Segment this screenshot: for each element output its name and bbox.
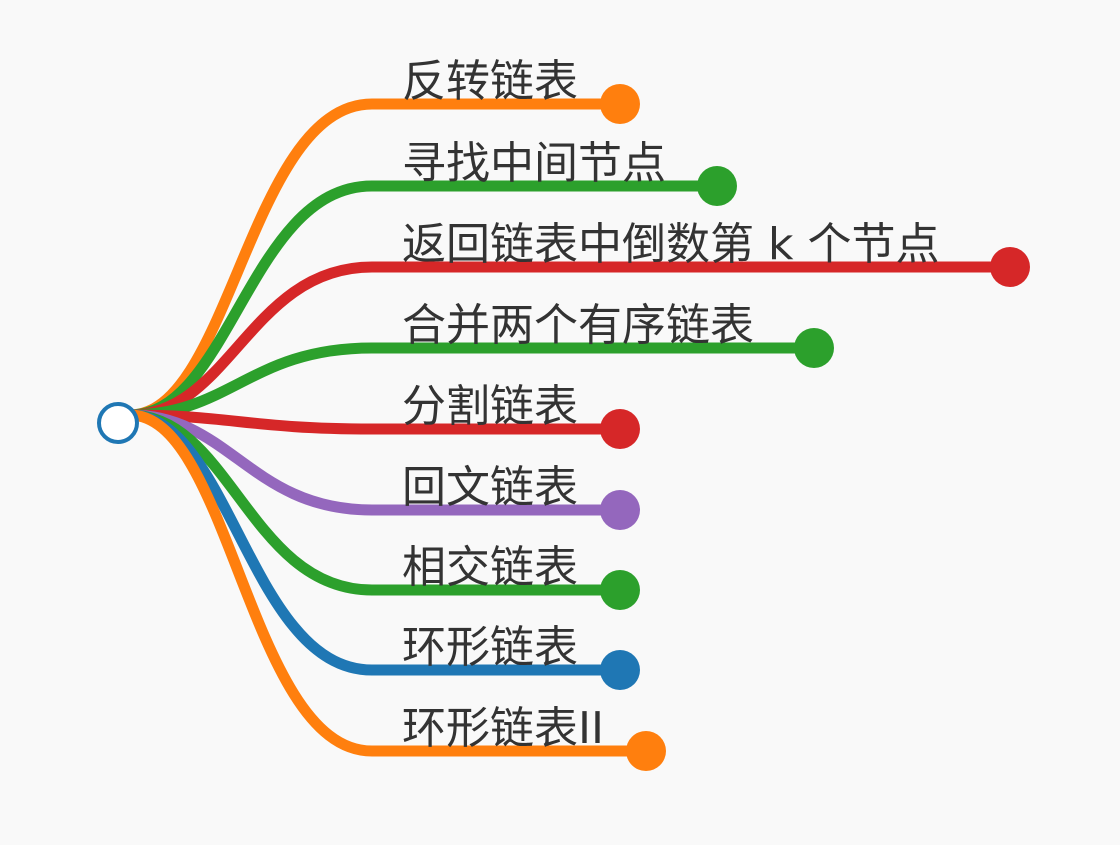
branch-end-dot-8[interactable] — [600, 650, 640, 690]
branch-label-4[interactable]: 合并两个有序链表 — [402, 300, 754, 351]
branch-end-dot-7[interactable] — [600, 570, 640, 610]
branch-end-dot-9[interactable] — [626, 731, 666, 771]
branch-link-9 — [124, 409, 652, 757]
branch-label-7[interactable]: 相交链表 — [402, 542, 578, 593]
branch-end-dot-3[interactable] — [990, 247, 1030, 287]
root-node[interactable] — [97, 402, 139, 444]
branch-label-3[interactable]: 返回链表中倒数第 k 个节点 — [402, 219, 939, 270]
branch-label-2[interactable]: 寻找中间节点 — [402, 138, 666, 189]
branch-end-dot-6[interactable] — [600, 490, 640, 530]
branch-label-8[interactable]: 环形链表 — [402, 622, 578, 673]
branch-label-9[interactable]: 环形链表II — [402, 703, 604, 754]
branch-end-dot-4[interactable] — [794, 328, 834, 368]
branch-label-6[interactable]: 回文链表 — [402, 462, 578, 513]
branch-end-dots — [600, 84, 1030, 771]
branch-label-5[interactable]: 分割链表 — [402, 381, 578, 432]
branch-end-dot-2[interactable] — [697, 166, 737, 206]
branch-links — [124, 98, 1016, 757]
branch-label-1[interactable]: 反转链表 — [402, 56, 578, 107]
branch-end-dot-1[interactable] — [600, 84, 640, 124]
branch-end-dot-5[interactable] — [600, 409, 640, 449]
